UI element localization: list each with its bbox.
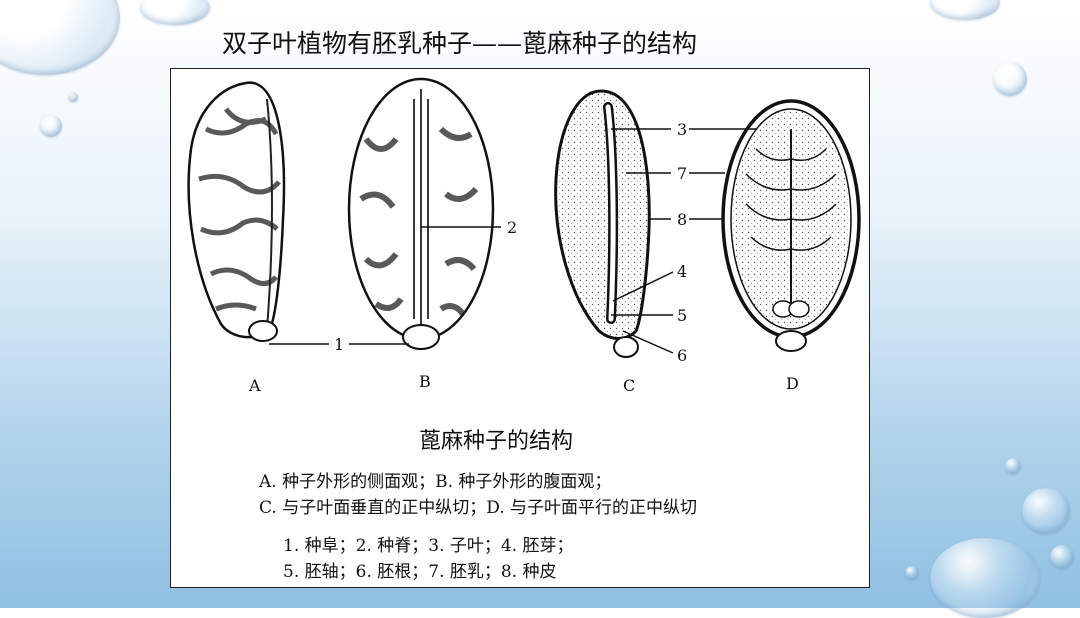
- part-number-3: 3: [677, 120, 687, 139]
- part-number-6: 6: [677, 346, 687, 365]
- seed-b-ventral-view: [347, 77, 495, 350]
- water-drop-decoration: [1005, 458, 1021, 474]
- caption-line-views: A. 种子外形的侧面观；B. 种子外形的腹面观；: [259, 472, 612, 492]
- water-drop-decoration: [68, 92, 78, 102]
- part-number-2: 2: [507, 218, 517, 237]
- water-drop-decoration: [905, 566, 919, 580]
- panel-label-c: C: [623, 376, 635, 395]
- water-drop-decoration: [930, 0, 1000, 20]
- seed-d-parallel-section: [721, 99, 861, 352]
- water-drop-decoration: [993, 62, 1027, 96]
- water-drop-decoration: [1050, 545, 1074, 569]
- seed-a-side-view: [187, 81, 286, 342]
- part-number-1: 1: [334, 335, 344, 354]
- figure-title: 蓖麻种子的结构: [419, 429, 574, 454]
- part-number-8: 8: [677, 210, 687, 229]
- caption-line-parts-2: 5. 胚轴；6. 胚根；7. 胚乳；8. 种皮: [283, 562, 557, 582]
- water-drop-decoration: [40, 115, 62, 137]
- panel-label-a: A: [248, 376, 261, 395]
- part-number-7: 7: [677, 164, 687, 183]
- seed-illustration: 1 2 3 7 8 4 5 6 A B C D: [187, 77, 861, 395]
- water-drop-decoration: [930, 538, 1040, 618]
- slide-title: 双子叶植物有胚乳种子——蓖麻种子的结构: [222, 29, 698, 58]
- water-drop-decoration: [1022, 488, 1070, 534]
- part-number-5: 5: [677, 306, 687, 325]
- water-drop-decoration: [0, 0, 120, 75]
- seed-structure-figure: 1 2 3 7 8 4 5 6 A B C D 蓖麻种子的结构 A. 种子外形的…: [170, 68, 870, 588]
- panel-label-b: B: [419, 372, 431, 391]
- seed-c-vertical-section: [554, 89, 651, 358]
- panel-label-d: D: [786, 374, 799, 393]
- water-drop-decoration: [140, 0, 210, 25]
- leader-lines: [269, 128, 756, 354]
- caption-line-sections: C. 与子叶面垂直的正中纵切；D. 与子叶面平行的正中纵切: [259, 498, 698, 518]
- caption-line-parts-1: 1. 种阜；2. 种脊；3. 子叶；4. 胚芽；: [283, 536, 574, 556]
- part-number-4: 4: [677, 262, 687, 281]
